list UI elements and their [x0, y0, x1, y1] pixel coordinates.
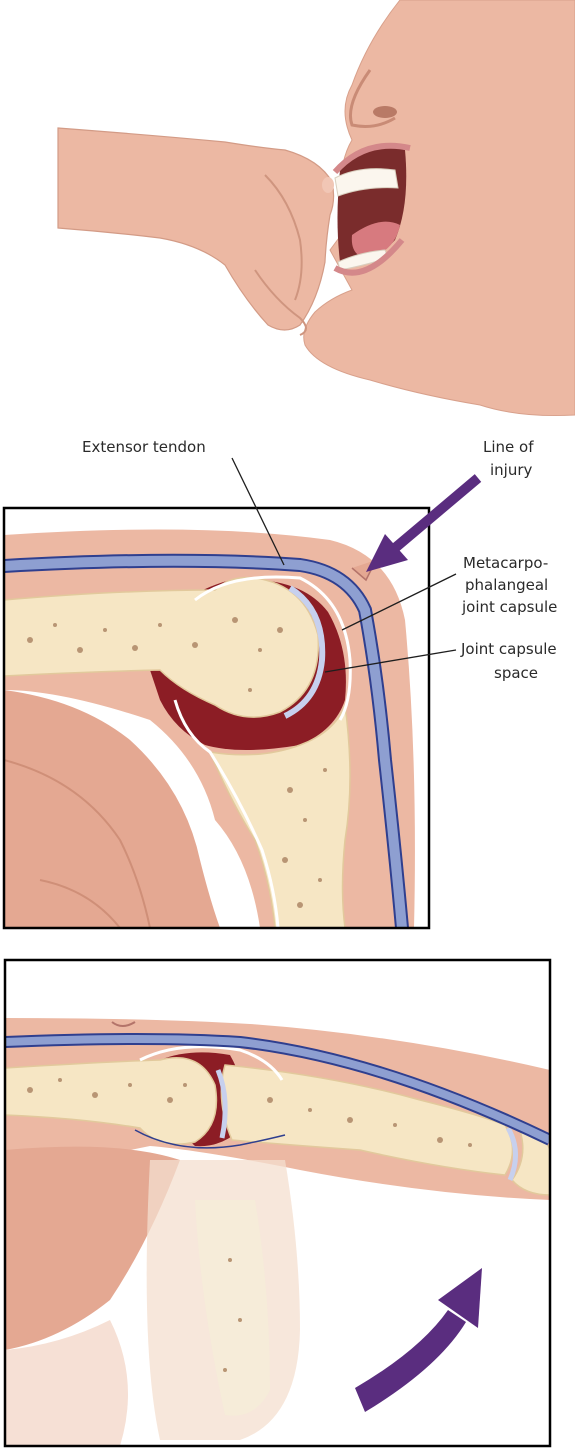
label-capsule-2: phalangeal	[465, 576, 548, 594]
cartilage	[283, 585, 326, 719]
bite-illustration	[57, 0, 575, 417]
bone-texture	[27, 617, 327, 908]
extensor-tendon-2-fill	[5, 1035, 550, 1144]
knuckle-fold	[264, 174, 303, 301]
nostril	[373, 106, 397, 118]
joint-capsule-outline-2	[139, 1045, 284, 1081]
palm-skin-2	[5, 1146, 180, 1350]
joint-capsule-lower	[173, 699, 280, 928]
label-capsule-1: Metacarpo-	[463, 554, 548, 572]
leader-capsule	[341, 573, 457, 631]
palm-fold-2	[39, 879, 121, 928]
label-space-1: Joint capsule	[460, 640, 557, 658]
label-line-of-injury-1: Line of	[483, 438, 534, 456]
upper-lip	[332, 142, 411, 175]
joint-capsule-outline	[194, 575, 352, 721]
joint-capsule-lower-2	[134, 1129, 286, 1149]
ghost-bone	[195, 1200, 270, 1416]
label-line-of-injury-2: injury	[490, 461, 533, 479]
palm-skin	[4, 690, 220, 928]
panel-flexed-joint	[2, 506, 431, 930]
panel-2-frame	[3, 958, 552, 1448]
cartilage-2	[215, 1069, 228, 1139]
label-space-2: space	[494, 664, 538, 682]
extensor-tendon-fill	[4, 555, 407, 928]
metacarpal-bone	[4, 576, 320, 718]
leader-lines	[231, 457, 457, 673]
metacarpal-bone-2	[5, 1057, 218, 1145]
label-extensor-tendon: Extensor tendon	[82, 438, 206, 456]
proximal-phalanx	[208, 704, 351, 928]
upper-teeth	[334, 168, 399, 197]
label-capsule-3: joint capsule	[461, 598, 557, 616]
leader-space	[324, 649, 457, 673]
fingertip	[322, 177, 334, 193]
bone-texture-2	[27, 1078, 472, 1372]
cartilage-3	[505, 1126, 518, 1181]
proximal-phalanx-2	[220, 1064, 514, 1176]
lower-lip	[333, 238, 405, 276]
face	[303, 0, 575, 417]
injury-arrow	[366, 474, 482, 572]
thumb	[254, 269, 307, 336]
leader-extensor-tendon	[231, 457, 285, 566]
panel-extended-finger	[3, 958, 552, 1448]
panel-1-frame	[2, 506, 431, 930]
extension-arrow	[355, 1268, 482, 1412]
ghost-palm	[5, 1320, 128, 1446]
hand	[57, 127, 335, 331]
tongue	[351, 221, 400, 258]
wound-notch-2	[111, 1021, 136, 1027]
palm-fold	[4, 759, 151, 928]
nose	[349, 69, 396, 128]
